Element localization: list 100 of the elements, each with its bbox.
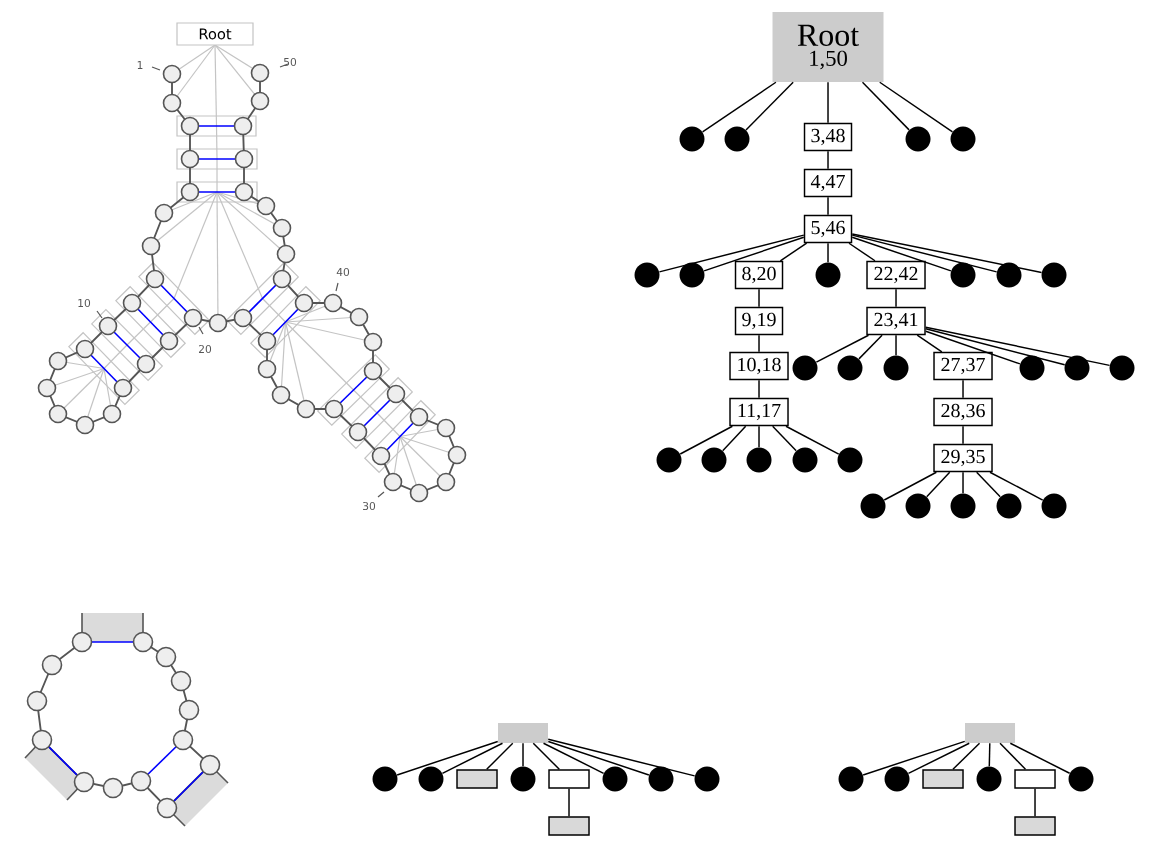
tree-edge [779,242,808,262]
leaf-dot [679,126,705,152]
stem-box [922,769,964,789]
leaf-dot [1064,355,1090,381]
position-label: 20 [199,344,212,354]
tree-edge [827,242,829,263]
leaf-dot [418,766,444,792]
position-label: 40 [336,267,350,277]
tree-edge [785,425,840,455]
tree-edge [895,288,897,308]
tree-edge [658,234,805,273]
tree-edge [703,236,805,272]
leaf-dot [838,766,864,792]
tree-edge [827,196,829,216]
tree-edge [758,288,760,308]
tree-edge [758,379,760,399]
leaf-dot [883,355,909,381]
leaf-dot [1041,493,1067,519]
tree-edge [925,326,1111,367]
leaf-dot [950,126,976,152]
tree-edge [827,81,829,124]
leaf-dot [815,262,841,288]
tree-edge [771,425,797,452]
position-label: 10 [78,298,91,308]
leaf-dot [837,355,863,381]
tree-edge [879,81,954,133]
root-box [498,723,548,743]
stem-box [548,816,590,836]
stem-box: 9,19 [734,306,784,336]
tree-edge [988,742,991,767]
tree-edge [827,150,829,170]
tree-edge [396,740,499,776]
tree-edge [975,471,1001,498]
tree-edge [547,740,650,776]
tree-edge [999,742,1027,770]
tree-edge [722,425,747,452]
tree-edge [925,328,1066,366]
stem-box [548,769,590,789]
stem-box: 27,37 [933,351,993,381]
tree-edge [989,471,1044,501]
leaf-dot [792,355,818,381]
stem-box [456,769,498,789]
tree-edge [1034,788,1036,817]
root-box [965,723,1015,743]
leaf-dot [950,493,976,519]
leaf-dot [976,766,1002,792]
tree-edge [851,236,952,272]
position-label: 50 [284,57,297,67]
leaf-dot [950,262,976,288]
leaf-dot [694,766,720,792]
leaf-dot [602,766,628,792]
tree-edge [907,742,970,775]
leaf-dot [884,766,910,792]
stem-box: 4,47 [803,168,853,198]
stem-box: 10,18 [729,351,789,381]
leaf-dot [634,262,660,288]
leaf-dot [996,493,1022,519]
leaf-dot [648,766,674,792]
stem-box: 22,42 [866,260,926,290]
tree-edge [962,425,964,445]
position-label: 1 [137,61,143,69]
tree-edge [962,379,964,399]
tree-edge [679,425,734,455]
tree-edge [758,425,760,448]
leaf-dot [792,447,818,473]
leaf-dot [679,262,705,288]
stem-box: 29,35 [933,443,993,473]
stem-box [1014,769,1056,789]
tree-edge [568,788,570,817]
root-box: Root 1,50 [772,12,884,82]
leaf-dot [1041,262,1067,288]
tree-edge [542,742,605,775]
tree-edge [916,334,943,353]
leaf-dot [1068,766,1094,792]
stem-box: 3,48 [803,122,853,152]
tree-edge [848,242,876,262]
tree-edge [547,738,696,777]
tree-edge [861,81,910,131]
tree-edge [851,233,1043,274]
tree-edge [522,742,524,767]
stem-box: 11,17 [729,397,789,427]
leaf-dot [372,766,398,792]
tree-edge [925,330,1021,365]
tree-edge [745,81,794,131]
tree-edge [851,234,998,273]
leaf-dot [1109,355,1135,381]
tree-edge [532,742,560,770]
leaf-dot [905,126,931,152]
leaf-dot [510,766,536,792]
stem-box: 5,46 [803,214,853,244]
stem-box: 8,20 [734,260,784,290]
leaf-dot [837,447,863,473]
stem-box: 28,36 [933,397,993,427]
leaf-dot [724,126,750,152]
tree-edge [1009,742,1071,774]
tree-edge [441,742,504,775]
tree-edge [701,81,777,133]
stem-box [1014,816,1056,836]
leaf-dot [905,493,931,519]
tree-edge [883,471,938,501]
